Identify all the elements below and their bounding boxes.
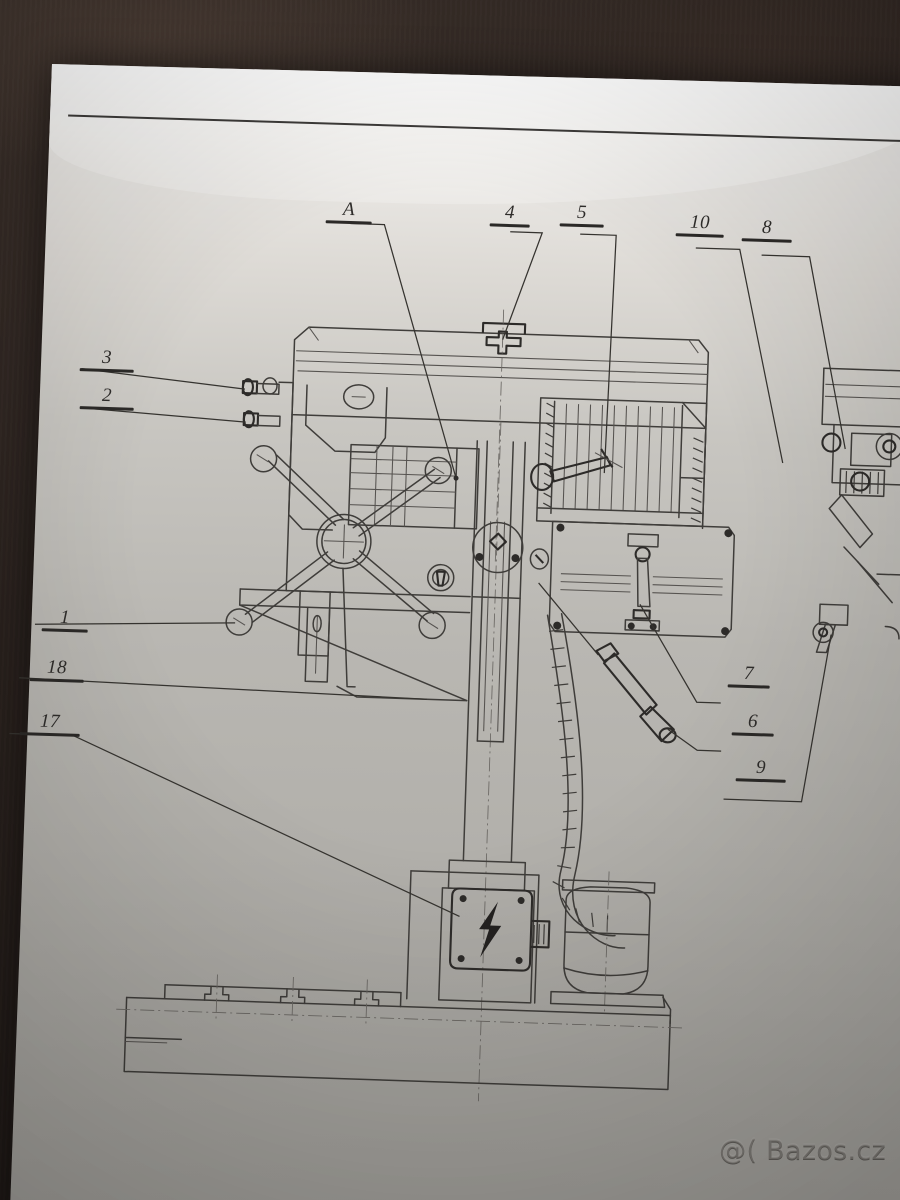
callout-A: A <box>325 198 373 225</box>
site-watermark: @( Bazos.cz <box>719 1135 886 1166</box>
callout-4: 4 <box>489 201 531 228</box>
callout-8-text: 8 <box>761 216 773 239</box>
callout-8: 8 <box>741 216 793 243</box>
callout-5-text: 5 <box>576 201 588 224</box>
callout-7-text: 7 <box>743 662 755 685</box>
paper-curl-highlight <box>47 64 900 218</box>
callout-6: 6 <box>731 710 775 737</box>
callout-10-text: 10 <box>689 211 711 234</box>
callout-A-text: A <box>342 198 356 221</box>
callout-18: 18 <box>29 656 85 683</box>
callout-9: 9 <box>735 756 787 783</box>
callout-10: 10 <box>675 211 725 238</box>
callout-9-text: 9 <box>755 756 767 779</box>
callout-1-text: 1 <box>59 606 71 629</box>
callout-17: 17 <box>19 710 81 737</box>
callout-6-text: 6 <box>747 710 759 733</box>
callout-3-text: 3 <box>101 346 113 369</box>
callout-3: 3 <box>79 346 135 373</box>
callout-18-text: 18 <box>46 656 68 679</box>
callout-17-text: 17 <box>39 710 61 733</box>
callout-7: 7 <box>727 662 771 689</box>
callout-2: 2 <box>79 384 135 411</box>
callout-2-text: 2 <box>101 384 113 407</box>
callout-1: 1 <box>41 606 89 633</box>
callout-4-text: 4 <box>504 201 516 224</box>
callout-5: 5 <box>559 201 605 228</box>
